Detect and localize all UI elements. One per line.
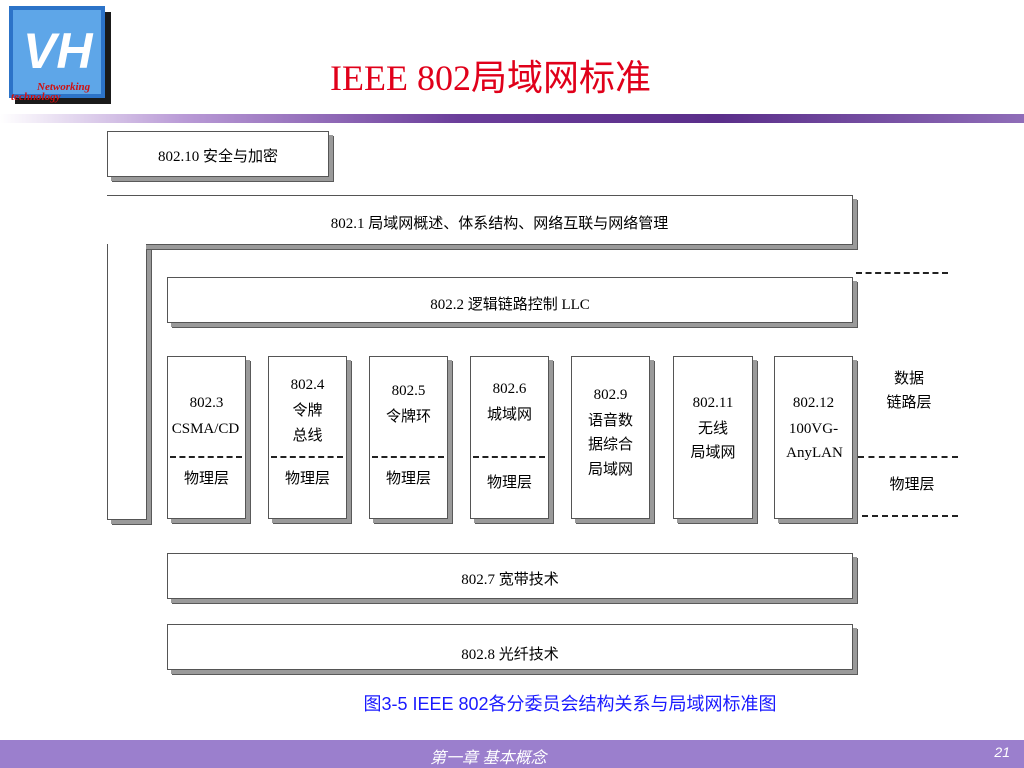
col-802-4-divider bbox=[271, 456, 343, 458]
col-802-11: 802.11 无线 局域网 bbox=[673, 356, 753, 519]
box-802-8: 802.8 光纤技术 bbox=[167, 624, 853, 670]
box-802-2: 802.2 逻辑链路控制 LLC bbox=[167, 277, 853, 323]
col-802-12-line3: AnyLAN bbox=[786, 445, 843, 461]
col-802-4-line1: 802.4 bbox=[290, 377, 325, 393]
col-802-5: 802.5 令牌环 物理层 bbox=[369, 356, 448, 519]
col-802-12-line1: 802.12 bbox=[792, 395, 835, 411]
col-802-3-line2: CSMA/CD bbox=[171, 421, 240, 437]
col-802-5-line1: 802.5 bbox=[391, 383, 426, 399]
figure-caption: 图3-5 IEEE 802各分委员会结构关系与局域网标准图 bbox=[363, 694, 777, 714]
col-802-4: 802.4 令牌 总线 物理层 bbox=[268, 356, 347, 519]
col-802-9-line3: 据综合 bbox=[587, 437, 633, 453]
col-802-9-line4: 局域网 bbox=[587, 462, 633, 478]
dashed-line-middle bbox=[858, 456, 958, 458]
col-802-11-line3: 局域网 bbox=[690, 445, 736, 461]
box-802-10: 802.10 安全与加密 bbox=[107, 131, 329, 177]
col-802-4-line3: 总线 bbox=[292, 428, 323, 444]
logo-letters: VH bbox=[23, 23, 93, 79]
box-802-2-label: 802.2 逻辑链路控制 LLC bbox=[430, 297, 590, 313]
box-802-7: 802.7 宽带技术 bbox=[167, 553, 853, 599]
footer-bar bbox=[0, 740, 1024, 768]
col-802-12: 802.12 100VG- AnyLAN bbox=[774, 356, 853, 519]
box-802-1-label: 802.1 局域网概述、体系结构、网络互联与网络管理 bbox=[330, 216, 669, 232]
col-802-5-divider bbox=[372, 456, 444, 458]
col-802-4-phy: 物理层 bbox=[284, 471, 330, 487]
col-802-11-line1: 802.11 bbox=[692, 395, 734, 411]
col-802-12-line2: 100VG- bbox=[788, 421, 839, 437]
datalink-label-line2: 链路层 bbox=[886, 395, 932, 411]
col-802-6: 802.6 城域网 物理层 bbox=[470, 356, 549, 519]
box-802-7-label: 802.7 宽带技术 bbox=[461, 572, 559, 588]
col-802-3: 802.3 CSMA/CD 物理层 bbox=[167, 356, 246, 519]
logo-line2: technology bbox=[11, 91, 61, 103]
col-802-9: 802.9 语音数 据综合 局域网 bbox=[571, 356, 650, 519]
col-802-3-divider bbox=[170, 456, 242, 458]
bracket-joint bbox=[108, 240, 146, 250]
col-802-11-line2: 无线 bbox=[697, 421, 728, 437]
col-802-6-line1: 802.6 bbox=[492, 381, 527, 397]
col-802-4-line2: 令牌 bbox=[292, 403, 323, 419]
dashed-line-bottom bbox=[862, 515, 958, 517]
col-802-6-divider bbox=[473, 456, 545, 458]
vh-logo: VH Networking technology bbox=[9, 6, 113, 106]
box-802-1: 802.1 局域网概述、体系结构、网络互联与网络管理 bbox=[107, 195, 853, 245]
datalink-label-line1: 数据 bbox=[893, 371, 924, 387]
box-802-10-label: 802.10 安全与加密 bbox=[157, 149, 278, 165]
logo-line1: Networking bbox=[36, 81, 91, 93]
footer-chapter: 第一章 基本概念 bbox=[430, 750, 547, 767]
col-802-6-line2: 城域网 bbox=[486, 407, 532, 423]
col-802-6-phy: 物理层 bbox=[486, 475, 532, 491]
col-802-5-phy: 物理层 bbox=[385, 471, 431, 487]
col-802-9-line1: 802.9 bbox=[593, 387, 628, 403]
dashed-line-top bbox=[856, 272, 948, 274]
col-802-9-line2: 语音数 bbox=[587, 413, 633, 429]
box-802-8-label: 802.8 光纤技术 bbox=[461, 647, 559, 663]
col-802-5-line2: 令牌环 bbox=[385, 409, 431, 425]
page-number: 21 bbox=[994, 744, 1010, 760]
title-divider bbox=[0, 114, 1024, 123]
slide-title: IEEE 802局域网标准 bbox=[330, 58, 651, 98]
col-802-3-line1: 802.3 bbox=[189, 395, 224, 411]
physical-label: 物理层 bbox=[889, 477, 935, 493]
col-802-3-phy: 物理层 bbox=[183, 471, 229, 487]
